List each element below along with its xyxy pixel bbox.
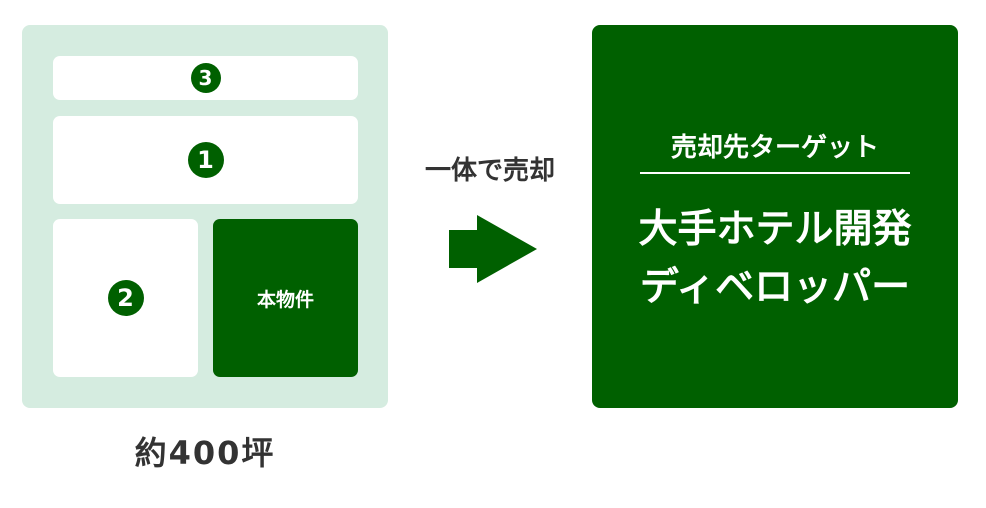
target-name: 大手ホテル開発 ディベロッパー: [592, 201, 958, 317]
subject-property: 本物件: [213, 219, 358, 377]
lot-1: 1: [53, 116, 358, 204]
lot-number-badge: 3: [190, 63, 221, 93]
lot-3: 3: [53, 56, 358, 100]
target-name-line2: ディベロッパー: [639, 265, 911, 310]
lot-number-badge: 1: [187, 142, 224, 178]
target-box: 売却先ターゲット 大手ホテル開発 ディベロッパー: [592, 25, 958, 408]
right-arrow-icon: [449, 215, 537, 283]
target-label: 売却先ターゲット: [640, 127, 910, 174]
lot-number-badge: 2: [107, 280, 144, 316]
transfer-label: 一体で売却: [424, 156, 555, 186]
target-name-line1: 大手ホテル開発: [638, 207, 912, 252]
lot-2: 2: [53, 219, 198, 377]
area-label: 約400坪: [134, 434, 276, 472]
